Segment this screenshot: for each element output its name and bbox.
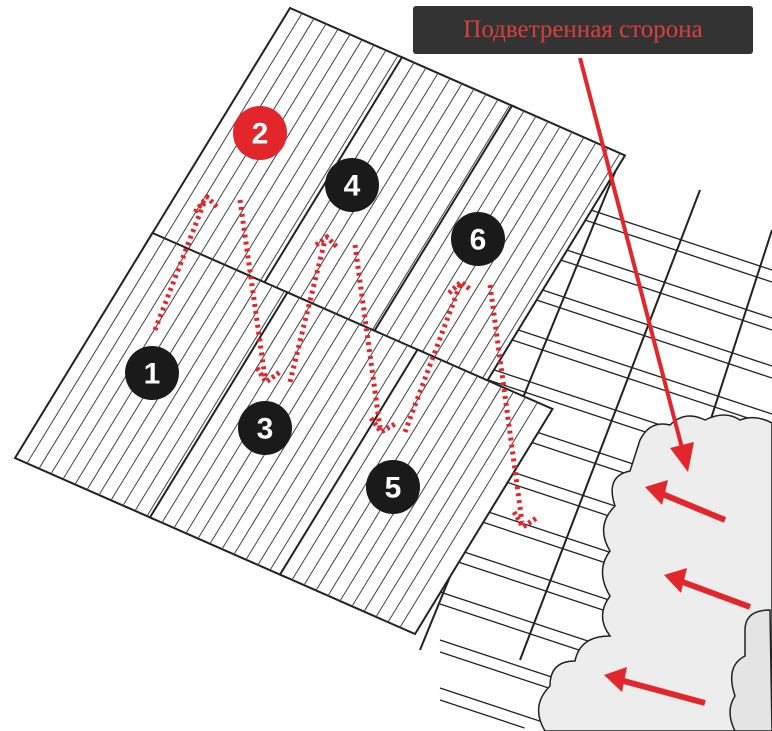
- svg-text:1: 1: [144, 358, 161, 391]
- sheet-number-5: 5: [366, 460, 420, 514]
- svg-text:2: 2: [252, 118, 269, 151]
- svg-text:3: 3: [257, 413, 274, 446]
- svg-text:6: 6: [470, 224, 487, 257]
- installation-order-path: [152, 199, 525, 523]
- sheet-number-1: 1: [125, 346, 179, 400]
- roof-sheets: [15, 8, 690, 634]
- sheet-number-3: 3: [238, 401, 292, 455]
- sheet-number-2: 2: [233, 106, 287, 160]
- sheet-number-6: 6: [451, 212, 505, 266]
- wind-arrows: [604, 480, 752, 706]
- batten: [439, 699, 525, 729]
- rafter: [519, 189, 701, 661]
- wind-cloud: [537, 414, 772, 731]
- path-arrowheads: [193, 193, 540, 531]
- sheet-number-4: 4: [325, 158, 379, 212]
- leeward-side-label: Подветренная сторона: [413, 6, 753, 54]
- leeward-pointer-arrow: [578, 57, 694, 472]
- svg-text:4: 4: [344, 170, 361, 203]
- svg-text:5: 5: [385, 472, 402, 505]
